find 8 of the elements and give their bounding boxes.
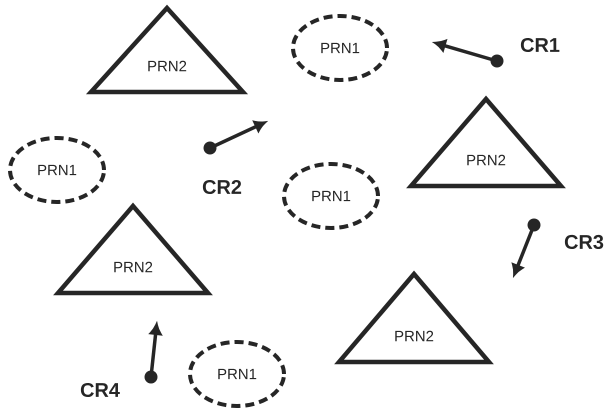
dashed-ellipse-node: PRN1 [291, 14, 389, 82]
label: CR2 [202, 180, 242, 194]
dashed-ellipse-node: PRN1 [8, 136, 106, 204]
label: CR1 [520, 38, 560, 52]
label: CR4 [80, 382, 120, 398]
dashed-ellipse-node: PRN1 [282, 162, 380, 230]
label: CR3 [564, 234, 604, 250]
dashed-ellipse-node: PRN1 [188, 340, 286, 408]
